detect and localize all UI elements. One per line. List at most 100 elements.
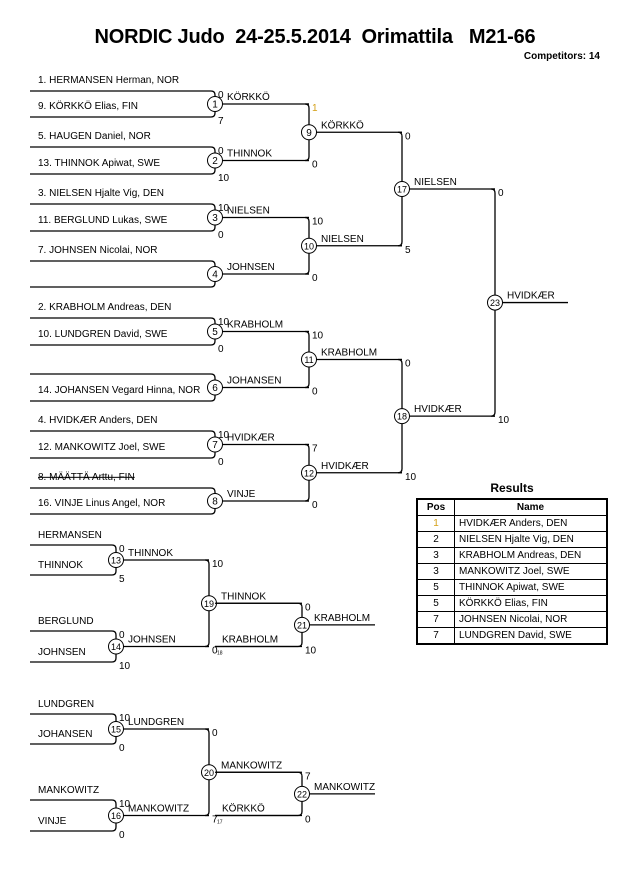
score-bottom: 0 [312,500,318,511]
winner-name: NIELSEN [321,234,364,245]
competitor-name: 14. JOHANSEN Vegard Hinna, NOR [38,385,200,396]
competitor-name: 12. MANKOWITZ Joel, SWE [38,442,166,453]
winner-name: KRABHOLM [314,613,370,624]
winner-name: NIELSEN [227,206,270,217]
result-name: JOHNSEN Nicolai, NOR [454,611,608,628]
winner-name: HVIDKÆR [414,404,462,415]
results-title: Results [490,481,534,495]
match-number: 10 [304,241,314,251]
match-number: 18 [397,412,407,422]
match-circle [108,552,124,568]
match-number: 15 [111,725,121,735]
winner-name: JOHNSEN [227,262,275,273]
result-position: 2 [416,531,455,548]
match-number: 16 [111,811,121,821]
match-circle [394,408,410,425]
match-number: 19 [204,599,214,609]
result-name: KRABHOLM Andreas, DEN [454,547,608,564]
score-top: 0 [119,544,125,555]
winner-name: MANKOWITZ [128,804,189,815]
competitor-name: 13. THINNOK Apiwat, SWE [38,158,160,169]
score-top: 0 [119,630,125,641]
winner-name: VINJE [227,489,256,500]
match-circle [207,493,223,509]
match-number: 2 [212,156,218,167]
match-circle [207,96,223,112]
competitor-name: 7. JOHNSEN Nicolai, NOR [38,245,157,256]
repechage-entrant: JOHANSEN [38,729,92,740]
score-bottom: 0 [119,743,125,754]
competitors-number: 14 [588,51,600,62]
winner-name: JOHNSEN [128,635,176,646]
competitor-name: 16. VINJE Linus Angel, NOR [38,498,165,509]
score-top: 7 [312,444,318,455]
winner-name: NIELSEN [414,177,457,188]
match-circle [301,237,317,254]
match-number: 22 [297,789,307,799]
score-bottom: 0 [312,160,318,171]
score-top: 10 [312,331,324,342]
match-circle [301,124,317,141]
score-top: 10 [218,317,230,328]
competitor-name: 11. BERGLUND Lukas, SWE [38,215,168,226]
repechage-entrant: MANKOWITZ [38,785,99,796]
result-name: NIELSEN Hjalte Vig, DEN [454,531,608,548]
match-number: 12 [304,468,314,478]
score-bottom: 0 [312,273,318,284]
competitor-name: 4. HVIDKÆR Anders, DEN [38,415,157,426]
result-name: MANKOWITZ Joel, SWE [454,563,608,580]
match-circle [108,721,124,737]
score-bottom: 10 [405,472,417,483]
competitors-count: Competitors: 14 [524,51,600,62]
score-top: 1 [312,103,318,114]
match-circle [108,807,124,824]
competitor-name: 5. HAUGEN Daniel, NOR [38,131,151,142]
winner-name: THINNOK [221,591,266,602]
feed-note: 17 [217,820,223,826]
winner-name: KÖRKKÖ [321,119,364,131]
competitor-name: 2. KRABHOLM Andreas, DEN [38,302,171,313]
competitor-name: 1. HERMANSEN Herman, NOR [38,75,179,86]
crossover-entrant: KRABHOLM [222,635,278,646]
winner-name: HVIDKÆR [321,461,369,472]
match-number: 11 [304,355,313,365]
score-bottom: 10 [498,415,510,426]
repechage-entrant: THINNOK [38,560,83,571]
result-position: 7 [416,611,455,628]
score-bottom: 5 [405,245,411,256]
winner-name: HVIDKÆR [227,433,275,444]
result-name: THINNOK Apiwat, SWE [454,579,608,596]
score-top: 0 [218,90,224,101]
score-top: 10 [119,713,131,724]
result-name: KÖRKKÖ Elias, FIN [454,595,608,612]
result-position: 5 [416,579,455,596]
score-top: 0 [305,602,311,613]
match-number: 4 [212,270,218,281]
result-position: 3 [416,563,455,580]
match-circle [207,379,223,396]
score-bottom: 10 [218,173,230,184]
score-bottom: 7 [218,116,224,127]
match-number: 7 [212,440,218,451]
match-circle [301,464,317,481]
score-top: 10 [218,430,230,441]
winner-name: KÖRKKÖ [227,91,270,103]
score-bottom: 7 [212,815,218,826]
result-name: LUNDGREN David, SWE [454,627,608,645]
result-position: 1 [416,515,455,532]
match-number: 14 [111,642,121,652]
match-number: 20 [204,768,214,778]
match-number: 5 [212,327,218,338]
match-circle [207,266,223,282]
results-header-name: Name [454,498,608,516]
winner-name: MANKOWITZ [221,760,282,771]
score-bottom: 0 [218,344,224,355]
result-position: 3 [416,547,455,564]
